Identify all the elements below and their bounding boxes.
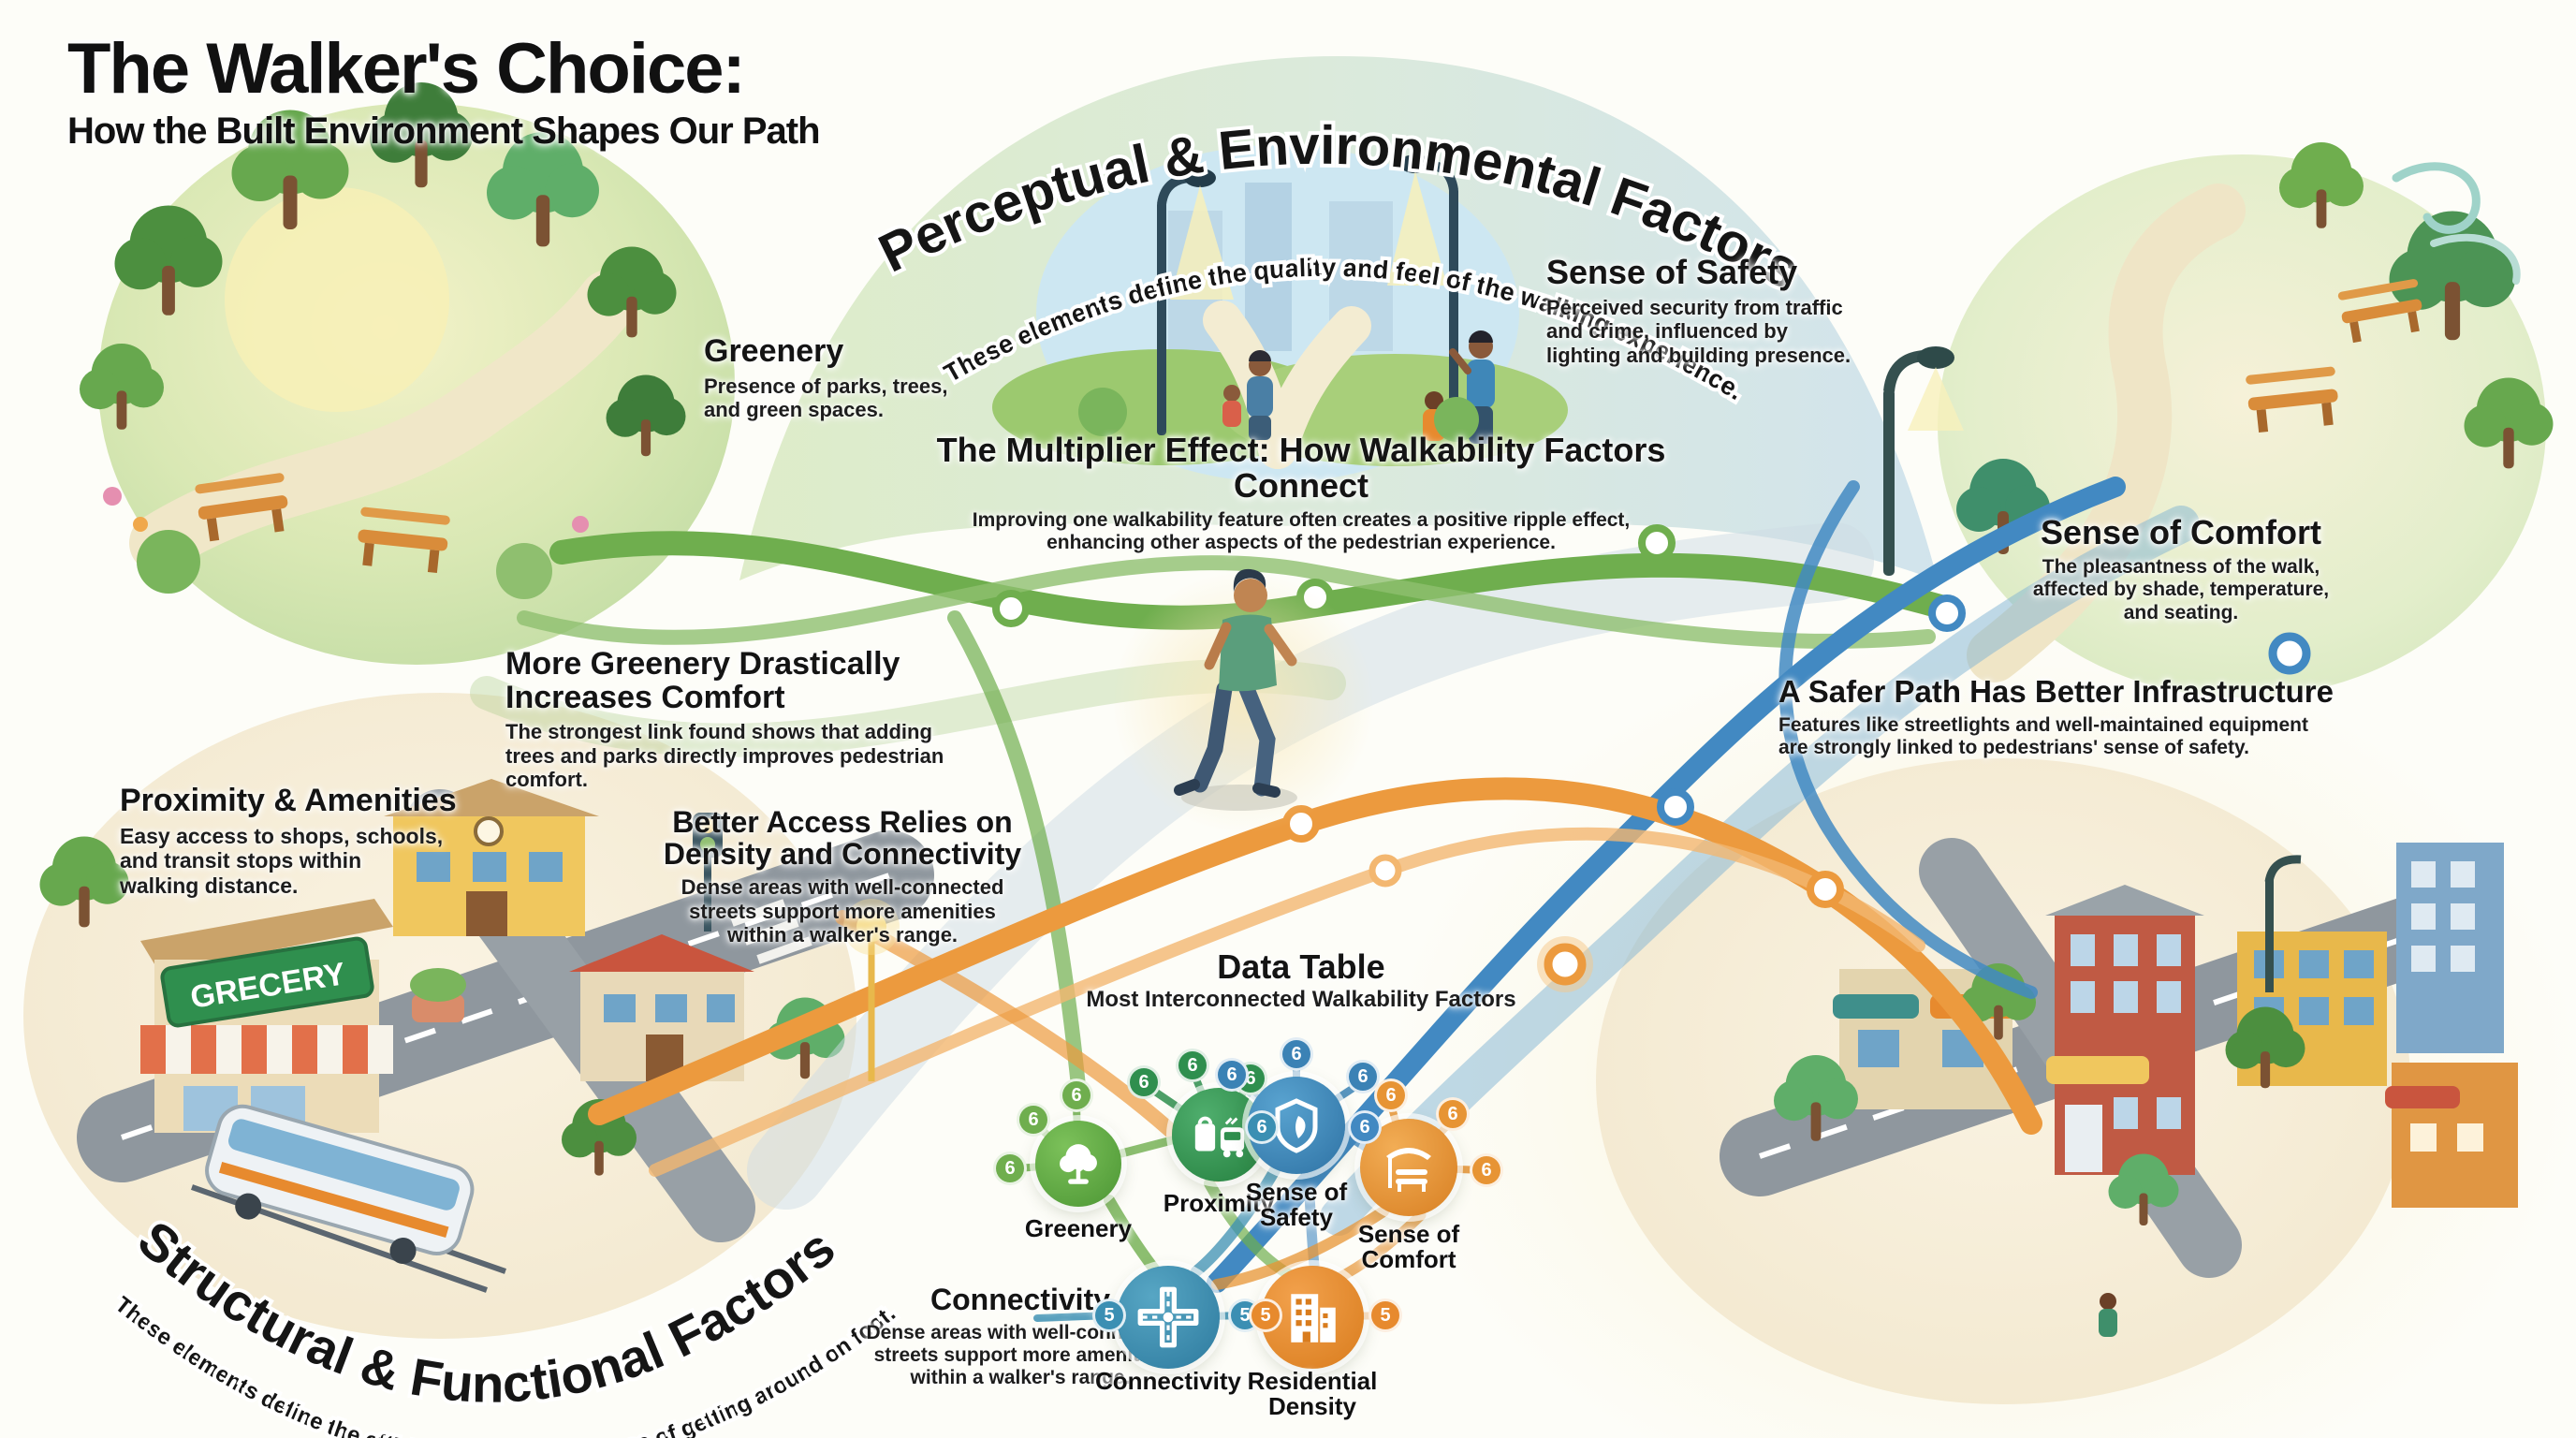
city-pedestrian xyxy=(2099,1293,2117,1337)
callout-proximity-amenities: Proximity & Amenities Easy access to sho… xyxy=(120,783,513,899)
callout-safer-path: A Safer Path Has Better Infrastructure F… xyxy=(1778,674,2340,759)
streetlight xyxy=(1387,154,1458,431)
link-count-bubble: 6 xyxy=(1348,1110,1382,1144)
link-count-bubble: 6 xyxy=(1176,1049,1209,1082)
sense-of-comfort-body: The pleasantness of the walk, affected b… xyxy=(2032,555,2330,624)
node-connectivity-label: Connectivity xyxy=(1094,1367,1242,1395)
link-count-bubble: 6 xyxy=(993,1152,1027,1185)
bench-canopy-icon xyxy=(1386,1148,1431,1192)
callout-connectivity: Connectivity Dense areas with well-conne… xyxy=(833,1284,1208,1390)
data-table-heading: Data Table xyxy=(1217,947,1385,986)
better-access-heading: Better Access Relies on Density and Conn… xyxy=(663,805,1022,871)
better-access-body: Dense areas with well-connected streets … xyxy=(681,875,1004,947)
traffic-light xyxy=(693,813,723,932)
node-greenery xyxy=(1035,1121,1121,1207)
page-subtitle: How the Built Environment Shapes Our Pat… xyxy=(67,110,821,152)
node-greenery-label: Greenery xyxy=(1024,1214,1133,1242)
building-icon xyxy=(1291,1294,1336,1343)
node-connectivity xyxy=(1117,1266,1220,1369)
greenery-heading: Greenery xyxy=(704,333,844,369)
callout-sense-of-safety: Sense of Safety Perceived security from … xyxy=(1546,255,1939,367)
multiplier-body: Improving one walkability feature often … xyxy=(972,508,1631,553)
pedestrian-woman xyxy=(1247,350,1273,440)
node-residential-density-label: Residential Density xyxy=(1247,1367,1378,1421)
grocery-store: GRECERY xyxy=(140,899,393,1133)
tree-icon xyxy=(1060,1144,1097,1184)
streetlight xyxy=(2264,855,2302,992)
more-greenery-heading: More Greenery Drastically Increases Comf… xyxy=(505,646,900,715)
multiplier-block: The Multiplier Effect: How Walkability F… xyxy=(885,433,1718,554)
school-building xyxy=(384,779,599,936)
link-count-bubble: 6 xyxy=(1280,1037,1313,1071)
family-park-scene xyxy=(992,145,1568,482)
connectivity-note-heading: Connectivity xyxy=(929,1283,1111,1316)
wind-swirl xyxy=(2430,233,2521,285)
callout-better-access: Better Access Relies on Density and Conn… xyxy=(646,805,1039,947)
node-proximity-label: Proximity xyxy=(1163,1189,1275,1217)
link-count-bubble: 6 xyxy=(1215,1058,1249,1092)
greenery-body: Presence of parks, trees, and green spac… xyxy=(704,374,948,422)
link-count-bubble: 5 xyxy=(1092,1299,1126,1332)
title-block: The Walker's Choice: How the Built Envir… xyxy=(67,29,821,153)
node-sense-of-comfort-label: Sense of Comfort xyxy=(1357,1220,1460,1274)
link-count-bubble: 5 xyxy=(1249,1299,1282,1332)
link-count-bubble: 5 xyxy=(1368,1299,1402,1332)
link-count-bubble: 6 xyxy=(1470,1153,1503,1187)
callout-sense-of-comfort: Sense of Comfort The pleasantness of the… xyxy=(1984,515,2378,624)
lamp-accent xyxy=(843,899,900,1081)
page-title: The Walker's Choice: xyxy=(67,29,746,109)
sense-of-comfort-heading: Sense of Comfort xyxy=(2040,513,2322,551)
link-count-bubble: 6 xyxy=(1060,1078,1093,1112)
intersection-icon xyxy=(1137,1286,1199,1348)
link-count-bubble: 6 xyxy=(1346,1060,1380,1093)
data-table-subheading: Most Interconnected Walkability Factors xyxy=(1086,986,1516,1012)
node-sense-of-safety-label: Sense of Safety xyxy=(1245,1178,1348,1232)
callout-greenery: Greenery Presence of parks, trees, and g… xyxy=(704,333,1041,422)
sense-of-safety-heading: Sense of Safety xyxy=(1546,253,1798,291)
street-planter xyxy=(410,968,466,1022)
blue-tower xyxy=(2396,843,2504,1053)
walking-person xyxy=(1112,568,1374,833)
node-proximity xyxy=(1172,1088,1266,1181)
shopping-transit-icon xyxy=(1194,1116,1245,1158)
brick-tower xyxy=(2045,885,2204,1175)
town-scene: GRECERY xyxy=(23,693,934,1339)
pedestrian-child xyxy=(1222,385,1241,427)
link-count-bubble: 6 xyxy=(1374,1078,1408,1112)
multiplier-heading: The Multiplier Effect: How Walkability F… xyxy=(936,431,1666,505)
data-table-block: Data Table Most Interconnected Walkabili… xyxy=(1062,949,1540,1013)
safer-path-heading: A Safer Path Has Better Infrastructure xyxy=(1778,674,2334,709)
link-count-bubble: 6 xyxy=(1436,1097,1470,1131)
orange-building xyxy=(2385,1063,2518,1208)
link-count-bubble: 6 xyxy=(1127,1065,1161,1099)
more-greenery-body: The strongest link found shows that addi… xyxy=(505,720,944,792)
forest-park-scene xyxy=(80,82,735,665)
sun-glow xyxy=(225,187,449,412)
wind-swirl xyxy=(2392,162,2481,234)
crosswalk xyxy=(730,899,812,964)
callout-more-greenery: More Greenery Drastically Increases Comf… xyxy=(505,646,955,792)
tram xyxy=(191,1104,506,1293)
safer-path-body: Features like streetlights and well-main… xyxy=(1778,713,2308,758)
streetlight xyxy=(1157,169,1234,435)
proximity-amenities-heading: Proximity & Amenities xyxy=(120,783,457,818)
streetlight xyxy=(1883,346,1964,576)
sense-of-safety-body: Perceived security from traffic and crim… xyxy=(1546,295,1852,367)
shield-icon xyxy=(1275,1098,1318,1153)
link-count-bubble: 6 xyxy=(1245,1110,1279,1144)
proximity-amenities-body: Easy access to shops, schools, and trans… xyxy=(120,823,444,899)
link-count-bubble: 6 xyxy=(1017,1103,1050,1137)
